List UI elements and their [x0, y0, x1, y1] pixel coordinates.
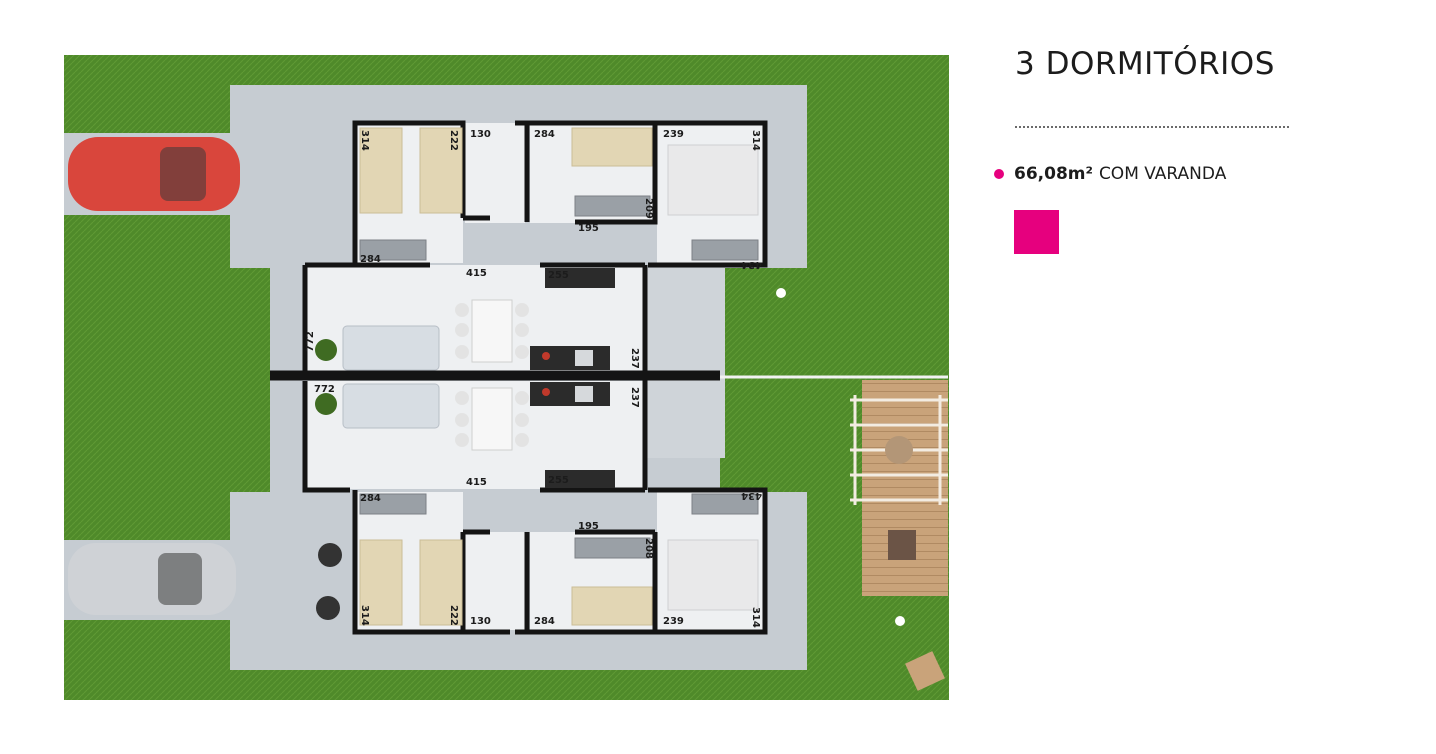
dim-living-width-top: 415	[466, 268, 487, 279]
dim-bedroom2-closet-top: 209	[643, 198, 654, 219]
dim-living-depth-bottom: 772	[314, 384, 335, 395]
sofas	[342, 325, 440, 429]
legend-item: 66,08m² COM VARANDA	[994, 162, 1226, 186]
page-title: 3 DORMITÓRIOS	[1015, 46, 1275, 82]
lawn-box	[905, 651, 945, 691]
dim-bedroom2-width-bottom: 284	[534, 616, 555, 627]
dim-bedroom1-width-bottom: 314	[359, 605, 370, 626]
dim-bedroom2-bottom-top: 195	[578, 223, 599, 234]
ball-icon	[776, 288, 786, 298]
dim-living-depth-top: 772	[305, 331, 316, 352]
dining-tables	[455, 299, 529, 451]
dim-service-depth-bottom: 237	[629, 387, 640, 408]
dim-bathroom-width-top: 130	[470, 129, 491, 140]
dim-living-width-bottom: 415	[466, 477, 487, 488]
dim-bedroom1-depth-top: 222	[448, 130, 459, 151]
beds	[359, 127, 759, 626]
dim-bedroom2-width-top: 284	[534, 129, 555, 140]
legend-bullet-icon	[994, 169, 1004, 179]
dim-bedroom2-closet-bottom: 208	[643, 538, 654, 559]
ball-icon	[895, 616, 905, 626]
dim-service-depth-top: 237	[629, 348, 640, 369]
dim-bathroom-width-bottom: 130	[470, 616, 491, 627]
dim-suite-width-top: 239	[663, 129, 684, 140]
dim-bedroom1-bottom-top: 284	[360, 254, 381, 265]
dim-kitchen-width-top: 255	[548, 270, 569, 281]
legend-area: 66,08m²	[1014, 164, 1093, 184]
dim-bedroom2-top-bottom: 195	[578, 521, 599, 532]
walls	[270, 120, 768, 635]
dim-suite-depth-bottom: 314	[750, 607, 761, 628]
car-red	[68, 137, 240, 211]
dim-bedroom1-top-bottom: 284	[360, 493, 381, 504]
dim-bedroom1-depth-bottom: 222	[448, 605, 459, 626]
deck-pergola	[850, 380, 948, 596]
dim-kitchen-width-bottom: 255	[548, 475, 569, 486]
legend-label: COM VARANDA	[1098, 164, 1227, 184]
dim-suite-width-bottom: 239	[663, 616, 684, 627]
kitchen-counters	[530, 268, 615, 488]
dim-suite-depth-top: 314	[750, 130, 761, 151]
dim-suite-top-bottom: 434	[741, 490, 762, 501]
dim-suite-bottom-top: 434	[741, 259, 762, 270]
dim-bedroom1-width-top: 314	[359, 130, 370, 151]
car-silver	[68, 543, 236, 615]
legend-color-swatch	[1014, 210, 1059, 254]
wardrobes	[359, 195, 759, 559]
dotted-divider	[1015, 126, 1289, 128]
plants	[315, 339, 342, 620]
